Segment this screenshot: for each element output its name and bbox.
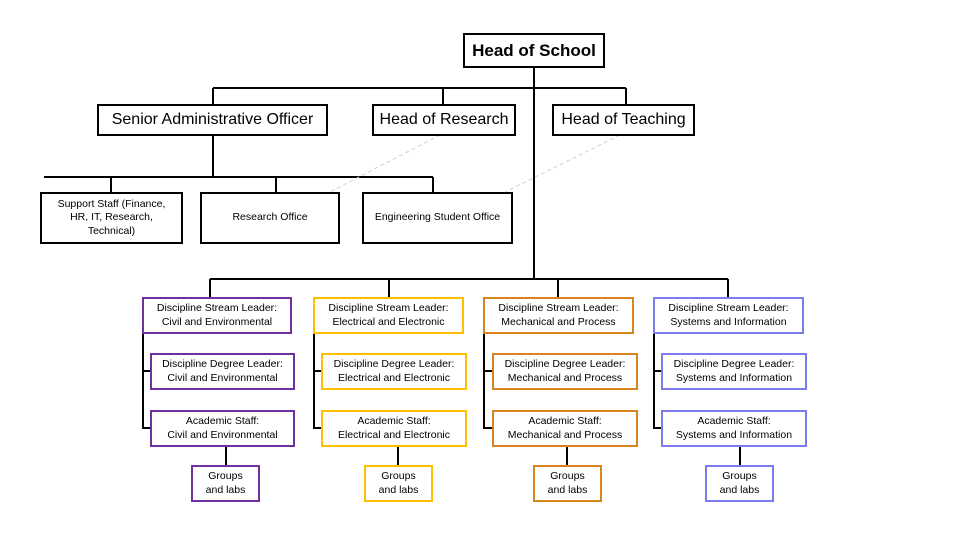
academic-staff-systems-box: Academic Staff: Systems and Information xyxy=(661,410,807,447)
academic-staff-electrical-box: Academic Staff: Electrical and Electroni… xyxy=(321,410,467,447)
stream-leader-civil-box: Discipline Stream Leader: Civil and Envi… xyxy=(142,297,292,334)
connector-column-electrical xyxy=(313,333,399,465)
academic-staff-mechanical-box: Academic Staff: Mechanical and Process xyxy=(492,410,638,447)
dotted-link-teaching xyxy=(504,134,621,193)
senior-administrative-officer-box: Senior Administrative Officer xyxy=(97,104,328,136)
connector-sao-to-units xyxy=(44,135,434,192)
head-of-research-box: Head of Research xyxy=(372,104,516,136)
dotted-link-research xyxy=(329,134,441,193)
degree-leader-systems-box: Discipline Degree Leader: Systems and In… xyxy=(661,353,807,390)
connector-column-mechanical xyxy=(483,333,568,465)
connector-head-to-disciplines xyxy=(209,278,729,297)
stream-leader-systems-box: Discipline Stream Leader: Systems and In… xyxy=(653,297,804,334)
stream-leader-mechanical-box: Discipline Stream Leader: Mechanical and… xyxy=(483,297,634,334)
connector-column-civil xyxy=(142,333,227,465)
stream-leader-electrical-box: Discipline Stream Leader: Electrical and… xyxy=(313,297,464,334)
engineering-student-office-box: Engineering Student Office xyxy=(362,192,513,244)
groups-labs-mechanical-box: Groups and labs xyxy=(533,465,602,502)
connector-head-to-directs xyxy=(212,67,627,279)
head-of-school-box: Head of School xyxy=(463,33,605,68)
degree-leader-electrical-box: Discipline Degree Leader: Electrical and… xyxy=(321,353,467,390)
degree-leader-civil-box: Discipline Degree Leader: Civil and Envi… xyxy=(150,353,295,390)
groups-labs-systems-box: Groups and labs xyxy=(705,465,774,502)
groups-labs-civil-box: Groups and labs xyxy=(191,465,260,502)
support-staff-box: Support Staff (Finance, HR, IT, Research… xyxy=(40,192,183,244)
research-office-box: Research Office xyxy=(200,192,340,244)
groups-labs-electrical-box: Groups and labs xyxy=(364,465,433,502)
academic-staff-civil-box: Academic Staff: Civil and Environmental xyxy=(150,410,295,447)
connector-column-systems xyxy=(653,333,741,465)
head-of-teaching-box: Head of Teaching xyxy=(552,104,695,136)
degree-leader-mechanical-box: Discipline Degree Leader: Mechanical and… xyxy=(492,353,638,390)
